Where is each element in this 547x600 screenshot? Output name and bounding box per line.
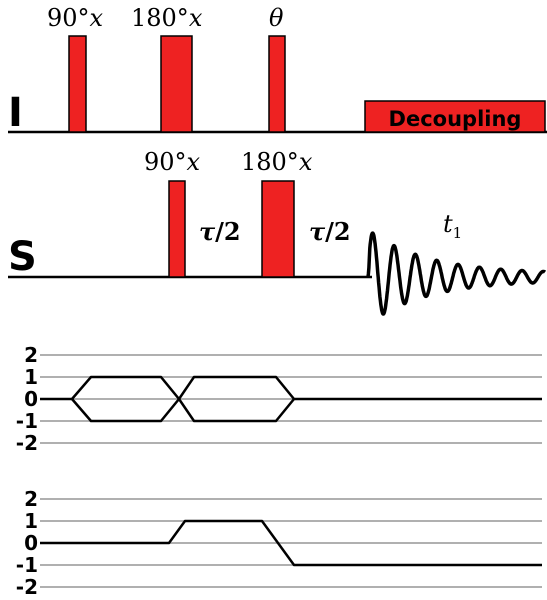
i-pulse-theta-label: θ bbox=[269, 4, 284, 32]
i-channel: I 90°x 180°x θ Decoupling bbox=[8, 4, 547, 136]
s-acquisition-label: t1 bbox=[443, 210, 462, 242]
i-decoupling-label: Decoupling bbox=[389, 107, 522, 131]
cp1-level-0: 0 bbox=[24, 387, 38, 411]
s-channel-label: S bbox=[8, 234, 37, 280]
cp1-level-m2: -2 bbox=[16, 431, 38, 455]
i-pulse-180x-label: 180°x bbox=[131, 4, 203, 32]
cp2-level-1: 1 bbox=[24, 509, 38, 533]
i-pulse-180x bbox=[160, 35, 193, 133]
s-delay-2-label: τ/2 bbox=[309, 217, 351, 246]
s-fid-signal bbox=[366, 231, 547, 316]
cp2-pathway bbox=[40, 519, 542, 567]
i-pulse-90x bbox=[68, 35, 87, 133]
i-channel-label: I bbox=[8, 90, 23, 136]
i-decoupling-block bbox=[364, 100, 546, 133]
cp1-level-1: 1 bbox=[24, 365, 38, 389]
s-pulse-180x bbox=[261, 180, 295, 278]
s-channel: S 90°x 180°x τ/2 τ/2 t1 bbox=[8, 148, 547, 316]
cp2-level-0: 0 bbox=[24, 531, 38, 555]
coherence-pathway-1: 2 1 0 -1 -2 bbox=[16, 343, 542, 455]
cp2-level-2: 2 bbox=[24, 487, 38, 511]
s-delay-1-label: τ/2 bbox=[199, 217, 241, 246]
cp2-level-m1: -1 bbox=[16, 553, 38, 577]
cp1-pathway-plus bbox=[40, 375, 542, 401]
coherence-pathway-2: 2 1 0 -1 -2 bbox=[16, 487, 542, 599]
cp1-level-m1: -1 bbox=[16, 409, 38, 433]
i-pulse-theta bbox=[268, 35, 286, 133]
cp2-level-m2: -2 bbox=[16, 575, 38, 599]
cp1-level-2: 2 bbox=[24, 343, 38, 367]
i-pulse-90x-label: 90°x bbox=[47, 4, 104, 32]
s-pulse-180x-label: 180°x bbox=[241, 148, 313, 176]
s-pulse-90x-label: 90°x bbox=[144, 148, 201, 176]
cp1-pathway-minus bbox=[71, 397, 295, 423]
s-pulse-90x bbox=[168, 180, 186, 278]
